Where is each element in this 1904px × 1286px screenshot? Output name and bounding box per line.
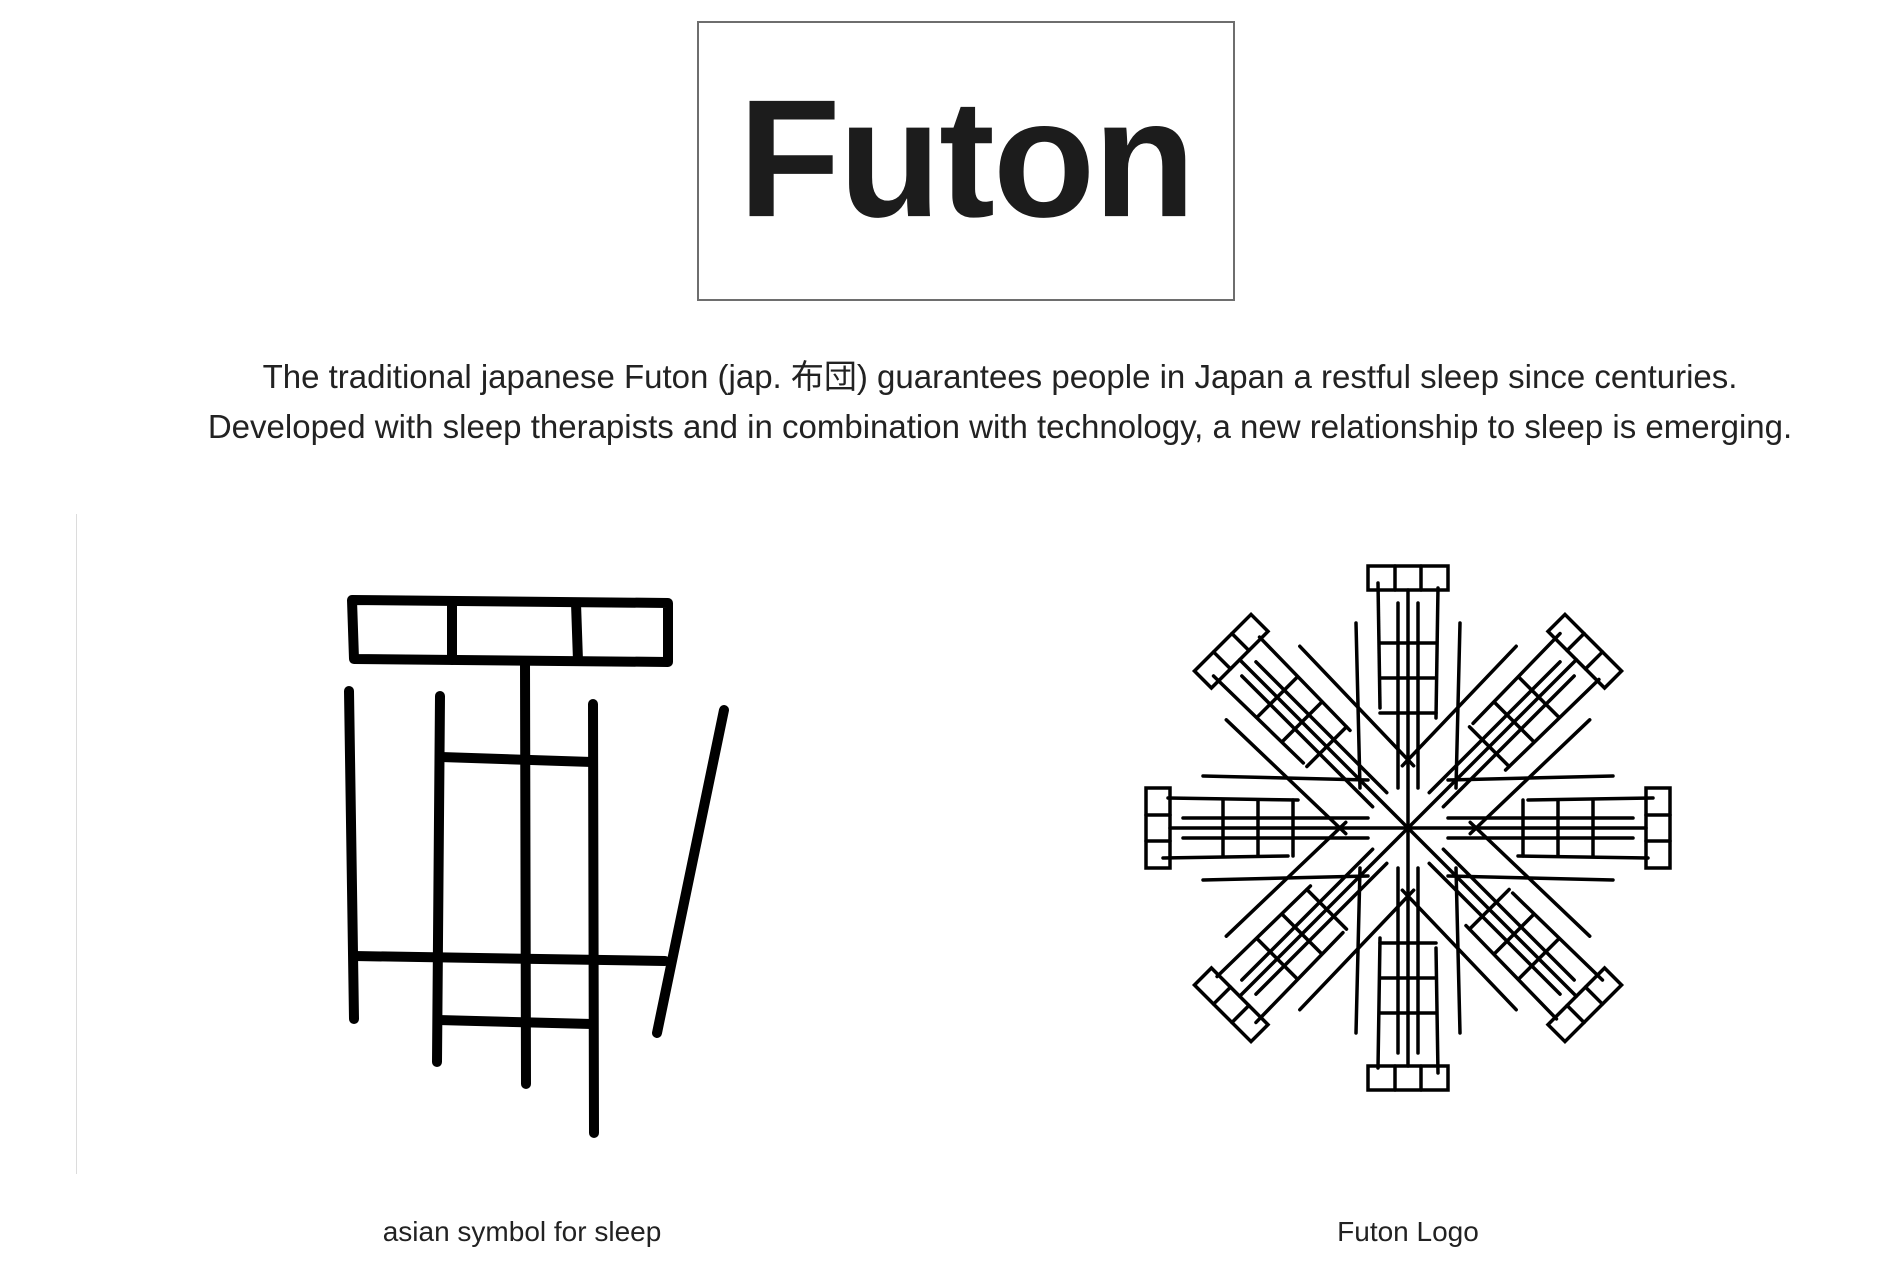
logo-arm	[1354, 564, 1462, 830]
wordmark-frame: Futon	[697, 21, 1235, 301]
futon-logo-icon	[1144, 564, 1672, 1092]
divider-line	[76, 514, 77, 1174]
futon-wordmark: Futon	[738, 64, 1195, 252]
futon-logo-caption: Futon Logo	[1337, 1216, 1479, 1247]
sleep-symbol-caption: asian symbol for sleep	[382, 1216, 662, 1247]
intro-text: The traditional japanese Futon (jap. 布団)…	[100, 352, 1900, 452]
intro-line-1: The traditional japanese Futon (jap. 布団)…	[262, 358, 1738, 395]
wordmark-text: Futon	[738, 64, 1193, 252]
sleep-symbol-icon	[344, 595, 729, 1138]
intro-line-2: Developed with sleep therapists and in c…	[207, 408, 1793, 445]
